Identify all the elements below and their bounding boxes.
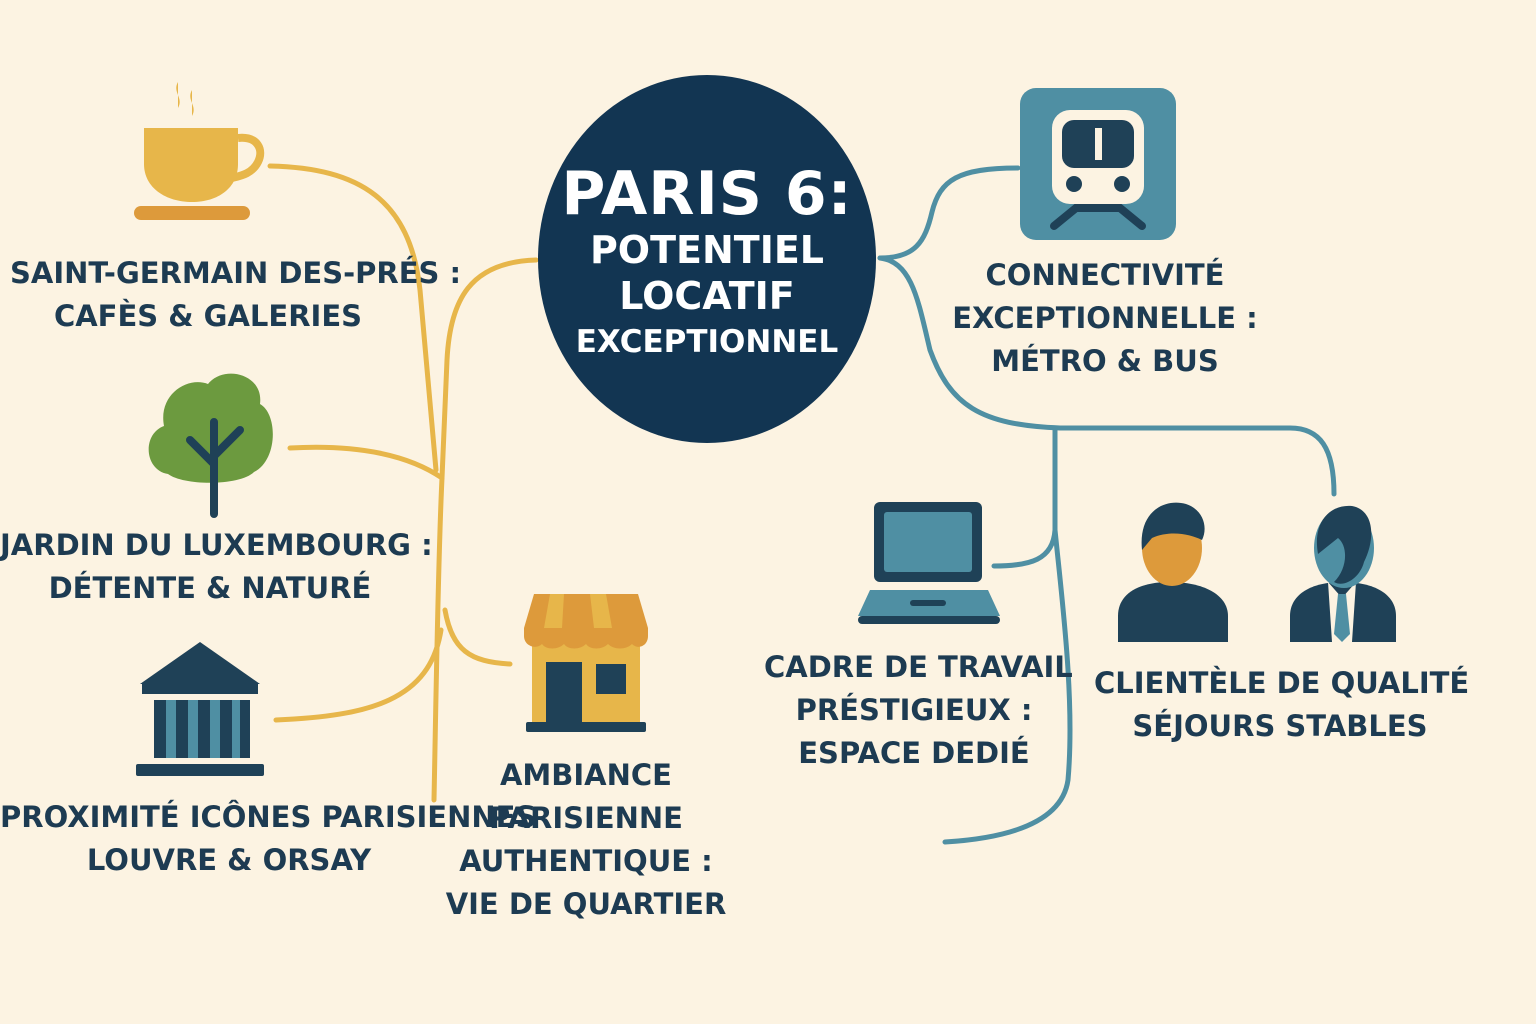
hub-circle: PARIS 6: POTENTIEL LOCATIF EXCEPTIONNEL	[538, 75, 876, 443]
saint-germain-line-2: CAFÈS & GALERIES	[53, 299, 363, 333]
saint-germain-line-1: SAINT-GERMAIN DES-PRÉS :	[10, 256, 462, 290]
node-saint-germain: SAINT-GERMAIN DES-PRÉS : CAFÈS & GALERIE…	[10, 252, 462, 338]
travail-line-3: ESPACE DEDIÉ	[798, 736, 1030, 770]
connector-hub-to-trunk	[439, 257, 539, 481]
connector-saint-germain	[267, 163, 439, 473]
hub-line-2: LOCATIF	[619, 274, 795, 318]
shop-icon	[524, 594, 648, 732]
luxembourg-line-1: JARDIN DU LUXEMBOURG :	[0, 528, 433, 562]
connector-travail	[991, 425, 1058, 569]
connector-icons-paris	[273, 627, 444, 723]
hub-title: PARIS 6:	[561, 159, 853, 229]
node-travail: CADRE DE TRAVAIL PRÉSTIGIEUX : ESPACE DE…	[764, 646, 1073, 775]
clientele-line-1: CLIENTÈLE DE QUALITÉ	[1094, 666, 1470, 700]
icons-paris-line-1: PROXIMITÉ ICÔNES PARISIENNES	[0, 800, 537, 834]
travail-line-1: CADRE DE TRAVAIL	[764, 650, 1073, 684]
connector-trunk-down	[431, 475, 445, 803]
people-icon	[1118, 502, 1396, 642]
connector-hub-to-connectivite	[877, 165, 1021, 261]
metro-train-icon	[1020, 88, 1176, 240]
node-icons-paris: PROXIMITÉ ICÔNES PARISIENNES LOUVRE & OR…	[0, 796, 537, 882]
hub-line-1: POTENTIEL	[589, 228, 825, 272]
icons-paris-line-2: LOUVRE & ORSAY	[86, 843, 372, 877]
travail-line-2: PRÉSTIGIEUX :	[795, 693, 1033, 727]
connector-trunk-right	[942, 527, 1073, 845]
connector-ambiance	[442, 607, 513, 667]
node-clientele: CLIENTÈLE DE QUALITÉ SÉJOURS STABLES	[1094, 662, 1470, 748]
connectivite-line-1: CONNECTIVITÉ	[985, 258, 1225, 292]
connectivite-line-2: EXCEPTIONNELLE :	[952, 301, 1258, 335]
connector-luxembourg	[287, 444, 445, 481]
coffee-cup-icon	[134, 82, 265, 220]
ambiance-line-4: VIE DE QUARTIER	[445, 887, 727, 921]
node-connectivite: CONNECTIVITÉ EXCEPTIONNELLE : MÉTRO & BU…	[950, 254, 1260, 383]
node-ambiance: AMBIANCE PARISIENNE AUTHENTIQUE : VIE DE…	[436, 754, 736, 926]
luxembourg-line-2: DÉTENTE & NATURÉ	[48, 571, 372, 605]
museum-icon	[136, 642, 264, 776]
ambiance-line-3: AUTHENTIQUE :	[459, 844, 713, 878]
connectivite-line-3: MÉTRO & BUS	[991, 344, 1219, 378]
ambiance-line-2: PARISIENNE	[489, 801, 683, 835]
laptop-icon	[858, 502, 1000, 624]
ambiance-line-1: AMBIANCE	[499, 758, 672, 792]
node-luxembourg: JARDIN DU LUXEMBOURG : DÉTENTE & NATURÉ	[0, 524, 433, 610]
clientele-line-2: SÉJOURS STABLES	[1132, 709, 1428, 743]
connector-hub-split	[877, 255, 1337, 497]
tree-icon	[148, 373, 273, 518]
hub-line-3: EXCEPTIONNEL	[575, 324, 839, 360]
